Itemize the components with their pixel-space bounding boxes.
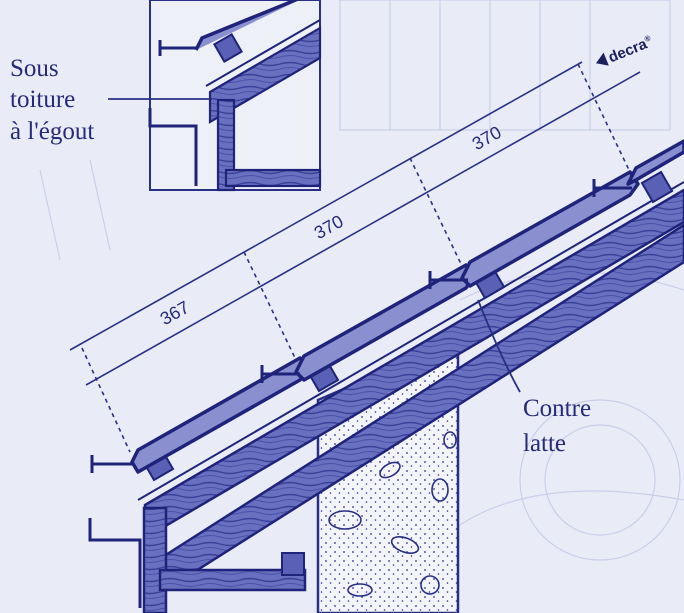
label-counter-batten-line2: latte	[523, 430, 567, 457]
eave-detail-inset	[148, 0, 322, 192]
nails	[90, 179, 632, 473]
label-underlay-line1: Sous	[10, 55, 59, 82]
eave-fascia	[88, 506, 307, 613]
label-underlay-line3: à l'égout	[10, 118, 95, 145]
underlay-membrane	[137, 181, 684, 501]
dimension-lines	[69, 61, 641, 453]
label-underlay-line2: toiture	[10, 86, 76, 113]
roof-tiles	[130, 139, 684, 474]
leader-lines	[108, 98, 521, 393]
label-counter-batten-line1: Contre	[523, 395, 592, 422]
